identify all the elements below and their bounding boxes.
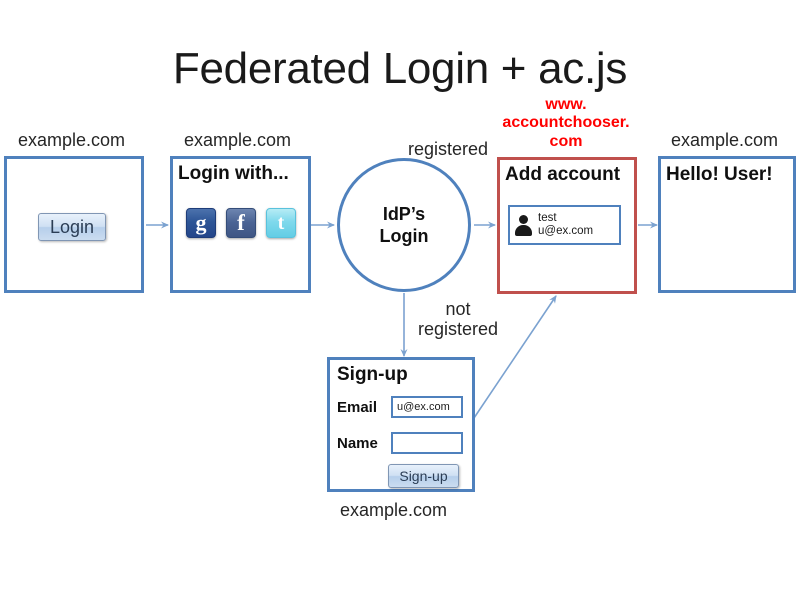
window-welcome: [658, 156, 796, 293]
welcome-title: Hello! User!: [666, 164, 773, 185]
provider-icon-row: g f t: [186, 208, 296, 238]
accountchooser-site-label-line2: accountchooser.: [502, 114, 630, 132]
flow-label-not-registered-line1: not: [445, 299, 471, 319]
google-icon[interactable]: g: [186, 208, 216, 238]
accountchooser-site-label-line1: www.: [545, 96, 587, 113]
signup-email-label: Email: [337, 398, 378, 416]
signup-submit-button[interactable]: Sign-up: [388, 464, 459, 488]
caption-signup-site: example.com: [340, 500, 448, 520]
twitter-icon[interactable]: t: [266, 208, 296, 238]
signup-name-input[interactable]: [391, 432, 463, 454]
caption-rp-login-site: example.com: [18, 130, 126, 150]
caption-welcome-site: example.com: [671, 130, 779, 150]
signup-name-label: Name: [337, 434, 378, 452]
signup-title: Sign-up: [337, 364, 408, 385]
person-icon: [515, 214, 532, 236]
flow-label-registered: registered: [408, 139, 489, 159]
idp-login-line2: Login: [379, 226, 429, 246]
signup-name-row: Name: [337, 432, 463, 454]
person-icon-body: [515, 225, 532, 236]
account-name: test: [538, 212, 557, 225]
flow-label-not-registered-line2: registered: [417, 319, 499, 340]
login-button[interactable]: Login: [38, 213, 106, 241]
account-chooser-title: Add account: [505, 164, 621, 185]
idp-login-node: IdP’s Login: [337, 158, 471, 292]
accountchooser-site-label: www. accountchooser. com: [495, 96, 637, 151]
account-email: u@ex.com: [538, 225, 594, 237]
page-title: Federated Login + ac.js: [172, 44, 628, 93]
account-text: test u@ex.com: [538, 212, 593, 238]
provider-select-title: Login with...: [178, 163, 289, 184]
caption-provider-select-site: example.com: [184, 130, 292, 150]
idp-login-line1: IdP’s: [382, 203, 426, 224]
account-list-item[interactable]: test u@ex.com: [508, 205, 621, 245]
person-icon-head: [519, 215, 528, 224]
flow-label-not-registered: not registered: [412, 299, 504, 339]
window-rp-login: [4, 156, 144, 293]
signup-email-input[interactable]: u@ex.com: [391, 396, 463, 418]
signup-email-row: Email u@ex.com: [337, 396, 463, 418]
facebook-icon[interactable]: f: [226, 208, 256, 238]
accountchooser-site-label-line3: com: [549, 132, 583, 150]
